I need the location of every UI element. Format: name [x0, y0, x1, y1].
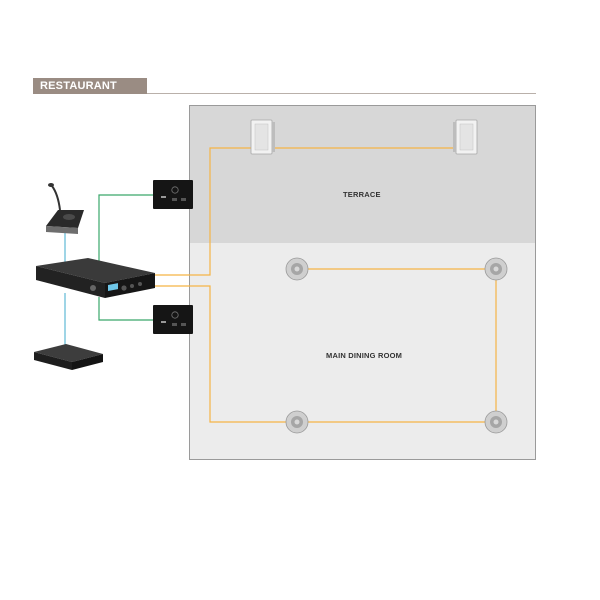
wall-speaker-icon [250, 119, 275, 155]
section-title: RESTAURANT [33, 78, 147, 94]
mixer-amplifier-icon [36, 258, 155, 298]
wall-control-panel-icon [153, 305, 193, 334]
ceiling-speaker-icon [484, 257, 508, 281]
terrace-label: TERRACE [343, 190, 381, 199]
header-divider [147, 93, 536, 94]
wall-speaker-icon [453, 119, 478, 155]
dining-panel-cable [98, 297, 153, 321]
terrace-panel-cable [98, 194, 153, 262]
paging-microphone-icon [46, 183, 84, 234]
terrace-speaker-cable [150, 147, 460, 276]
control-cables [98, 194, 153, 321]
main-dining-room-label: MAIN DINING ROOM [326, 351, 403, 360]
dining-speaker-cable [150, 268, 497, 423]
speaker-cables [150, 147, 497, 423]
ceiling-speaker-icon [484, 410, 508, 434]
terrace-zone [190, 106, 535, 243]
ceiling-speaker-icon [285, 410, 309, 434]
wall-control-panel-icon [153, 180, 193, 209]
ceiling-speaker-icon [285, 257, 309, 281]
audio-source-player-icon [34, 344, 103, 370]
